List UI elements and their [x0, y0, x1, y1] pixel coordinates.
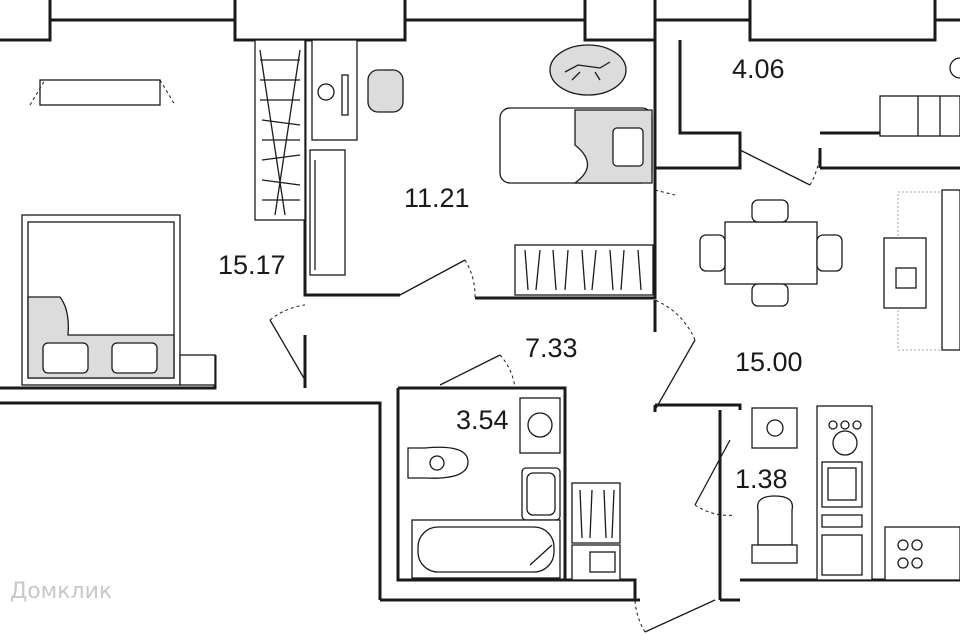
- area-loggia: 4.06: [732, 54, 785, 84]
- area-wc: 1.38: [735, 464, 788, 494]
- kitchen-living-furniture: [699, 57, 960, 351]
- bathroom-fixtures: [407, 397, 621, 581]
- wardrobe-left: [254, 39, 306, 221]
- kitchen-counter: [816, 405, 960, 581]
- watermark: Домклик: [10, 579, 112, 604]
- doors: [269, 149, 821, 633]
- bedroom-large-furniture: [21, 79, 216, 386]
- area-labels: 15.17 11.21 4.06 7.33 15.00 3.54 1.38: [218, 54, 803, 494]
- area-bedroom-large: 15.17: [218, 250, 286, 280]
- area-hallway: 7.33: [525, 333, 578, 363]
- area-bathroom: 3.54: [456, 405, 509, 435]
- area-bedroom-small: 11.21: [404, 183, 470, 213]
- area-kitchen-living: 15.00: [735, 347, 803, 377]
- bedroom-small-furniture: [309, 39, 654, 296]
- wc-fixtures: [751, 407, 798, 564]
